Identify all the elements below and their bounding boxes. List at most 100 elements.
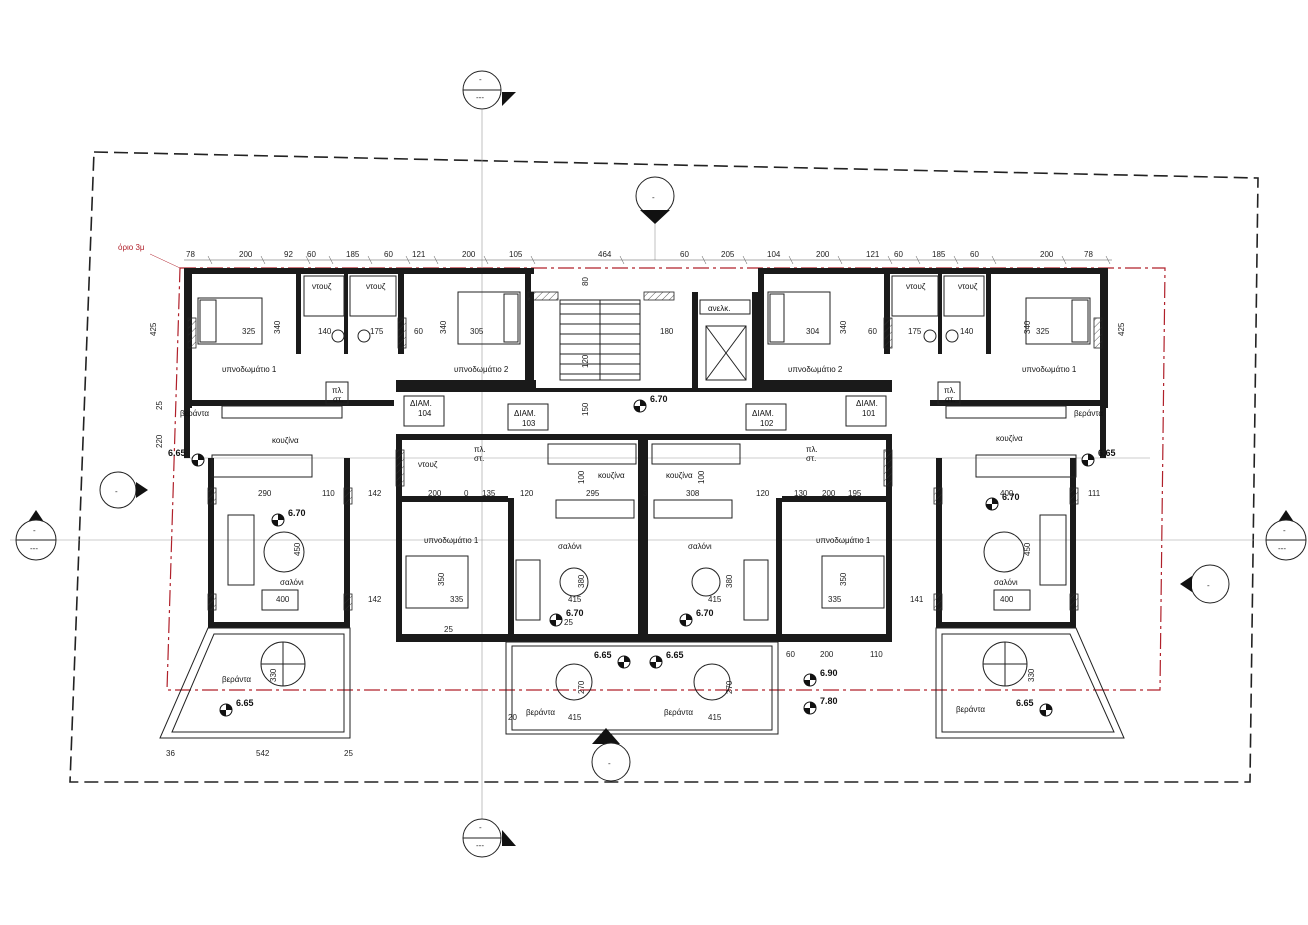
stair-core: ανελκ. bbox=[527, 291, 758, 388]
section-marker-right: - bbox=[1180, 564, 1230, 604]
svg-text:195: 195 bbox=[848, 489, 862, 498]
section-marker-bottom: - --- bbox=[462, 818, 516, 858]
level-value-l665_c1: 6.65 bbox=[594, 650, 612, 660]
top-dimension-tick bbox=[405, 255, 411, 265]
svg-text:450: 450 bbox=[293, 542, 302, 556]
storage-right-2: στ. bbox=[945, 395, 955, 404]
level-value-l670_right: 6.70 bbox=[1002, 492, 1020, 502]
svg-text:111: 111 bbox=[1088, 489, 1101, 498]
room-living-right: σαλόνι bbox=[994, 578, 1018, 587]
top-dimension-5: 60 bbox=[384, 250, 393, 259]
top-dimension-10: 60 bbox=[680, 250, 689, 259]
svg-text:200: 200 bbox=[822, 489, 836, 498]
left-veranda-outline bbox=[159, 627, 351, 739]
top-dimension-tick bbox=[701, 255, 707, 265]
svg-text:415: 415 bbox=[708, 713, 722, 722]
svg-text:350: 350 bbox=[437, 572, 446, 586]
svg-text:200: 200 bbox=[820, 650, 834, 659]
svg-text:330: 330 bbox=[1027, 668, 1036, 682]
plot-boundary bbox=[69, 151, 1259, 783]
svg-text:415: 415 bbox=[568, 595, 582, 604]
level-marker-fill bbox=[804, 702, 816, 714]
room-living-c1: σαλόνι bbox=[558, 542, 582, 551]
svg-text:60: 60 bbox=[414, 327, 423, 336]
top-dimension-tick bbox=[837, 255, 843, 265]
svg-text:---: --- bbox=[476, 841, 484, 850]
apt-101-title: ΔΙΑΜ. bbox=[856, 399, 878, 408]
svg-text:-: - bbox=[479, 823, 482, 832]
level-value-l665_br: 6.65 bbox=[1016, 698, 1034, 708]
svg-text:380: 380 bbox=[725, 574, 734, 588]
svg-text:340: 340 bbox=[439, 320, 448, 334]
top-dimension-tick bbox=[788, 255, 794, 265]
level-value-l665_right: 6.65 bbox=[1098, 448, 1116, 458]
level-marker-fill bbox=[804, 674, 816, 686]
svg-text:290: 290 bbox=[258, 489, 272, 498]
level-value-l670_c2: 6.70 bbox=[696, 608, 714, 618]
svg-text:---: --- bbox=[30, 544, 38, 553]
room-veranda-ne: βεράντα bbox=[1074, 409, 1103, 418]
room-kitchen-c1: κουζίνα bbox=[598, 471, 625, 480]
svg-text:340: 340 bbox=[839, 320, 848, 334]
top-dimension-0: 78 bbox=[186, 250, 195, 259]
svg-text:330: 330 bbox=[269, 668, 278, 682]
section-marker-top-centre: - bbox=[635, 176, 675, 224]
svg-text:200: 200 bbox=[428, 489, 442, 498]
room-bedroom1-c1: υπνοδωμάτιο 1 bbox=[424, 536, 479, 545]
top-dimension-15: 60 bbox=[894, 250, 903, 259]
storage-right-1: πλ. bbox=[944, 386, 956, 395]
top-dimension-tick bbox=[530, 255, 536, 265]
level-value-l690: 6.90 bbox=[820, 668, 838, 678]
top-dimension-tick bbox=[260, 255, 266, 265]
svg-text:120: 120 bbox=[520, 489, 534, 498]
storage-c2-2: στ. bbox=[806, 454, 816, 463]
room-shower-4: ντουζ bbox=[958, 282, 978, 291]
top-dimension-tick bbox=[887, 255, 893, 265]
svg-text:305: 305 bbox=[470, 327, 484, 336]
centre-apartments bbox=[395, 440, 893, 735]
svg-text:295: 295 bbox=[586, 489, 600, 498]
svg-text:335: 335 bbox=[828, 595, 842, 604]
top-dimension-11: 205 bbox=[721, 250, 735, 259]
svg-text:450: 450 bbox=[1023, 542, 1032, 556]
storage-c1-1: πλ. bbox=[474, 445, 486, 454]
svg-text:80: 80 bbox=[581, 277, 590, 286]
room-shower-1: ντουζ bbox=[312, 282, 332, 291]
level-marker-fill bbox=[220, 704, 232, 716]
top-dimension-tick bbox=[915, 255, 921, 265]
apt-103-title: ΔΙΑΜ. bbox=[514, 409, 536, 418]
dimension-labels: 425 25 220 325 340 140 175 60 305 340 80… bbox=[149, 277, 1126, 758]
level-marker-fill bbox=[550, 614, 562, 626]
top-dimension-17: 60 bbox=[970, 250, 979, 259]
right-veranda-outline bbox=[935, 627, 1125, 739]
svg-text:-: - bbox=[652, 193, 655, 202]
level-value-corridor: 6.70 bbox=[650, 394, 668, 404]
svg-text:60: 60 bbox=[868, 327, 877, 336]
svg-text:220: 220 bbox=[155, 434, 164, 448]
svg-text:36: 36 bbox=[166, 749, 175, 758]
svg-text:380: 380 bbox=[577, 574, 586, 588]
top-dimension-tick bbox=[367, 255, 373, 265]
svg-text:400: 400 bbox=[1000, 595, 1014, 604]
top-dimension-13: 200 bbox=[816, 250, 830, 259]
svg-text:308: 308 bbox=[686, 489, 700, 498]
room-veranda-se: βεράντα bbox=[956, 705, 985, 714]
svg-text:425: 425 bbox=[149, 322, 158, 336]
svg-text:-: - bbox=[1207, 581, 1210, 590]
svg-text:325: 325 bbox=[1036, 327, 1050, 336]
svg-text:140: 140 bbox=[318, 327, 332, 336]
top-dimension-1: 200 bbox=[239, 250, 253, 259]
top-dimension-3: 60 bbox=[307, 250, 316, 259]
room-veranda-sw: βεράντα bbox=[222, 675, 251, 684]
svg-text:110: 110 bbox=[322, 489, 335, 498]
level-value-l665_c2: 6.65 bbox=[666, 650, 684, 660]
svg-text:335: 335 bbox=[450, 595, 464, 604]
top-dimension-9: 464 bbox=[598, 250, 612, 259]
svg-text:---: --- bbox=[476, 93, 484, 102]
top-dimension-tick bbox=[433, 255, 439, 265]
svg-text:110: 110 bbox=[870, 650, 883, 659]
svg-text:340: 340 bbox=[1023, 320, 1032, 334]
svg-text:180: 180 bbox=[660, 327, 674, 336]
apt-104-title: ΔΙΑΜ. bbox=[410, 399, 432, 408]
apt-102-number: 102 bbox=[760, 419, 774, 428]
